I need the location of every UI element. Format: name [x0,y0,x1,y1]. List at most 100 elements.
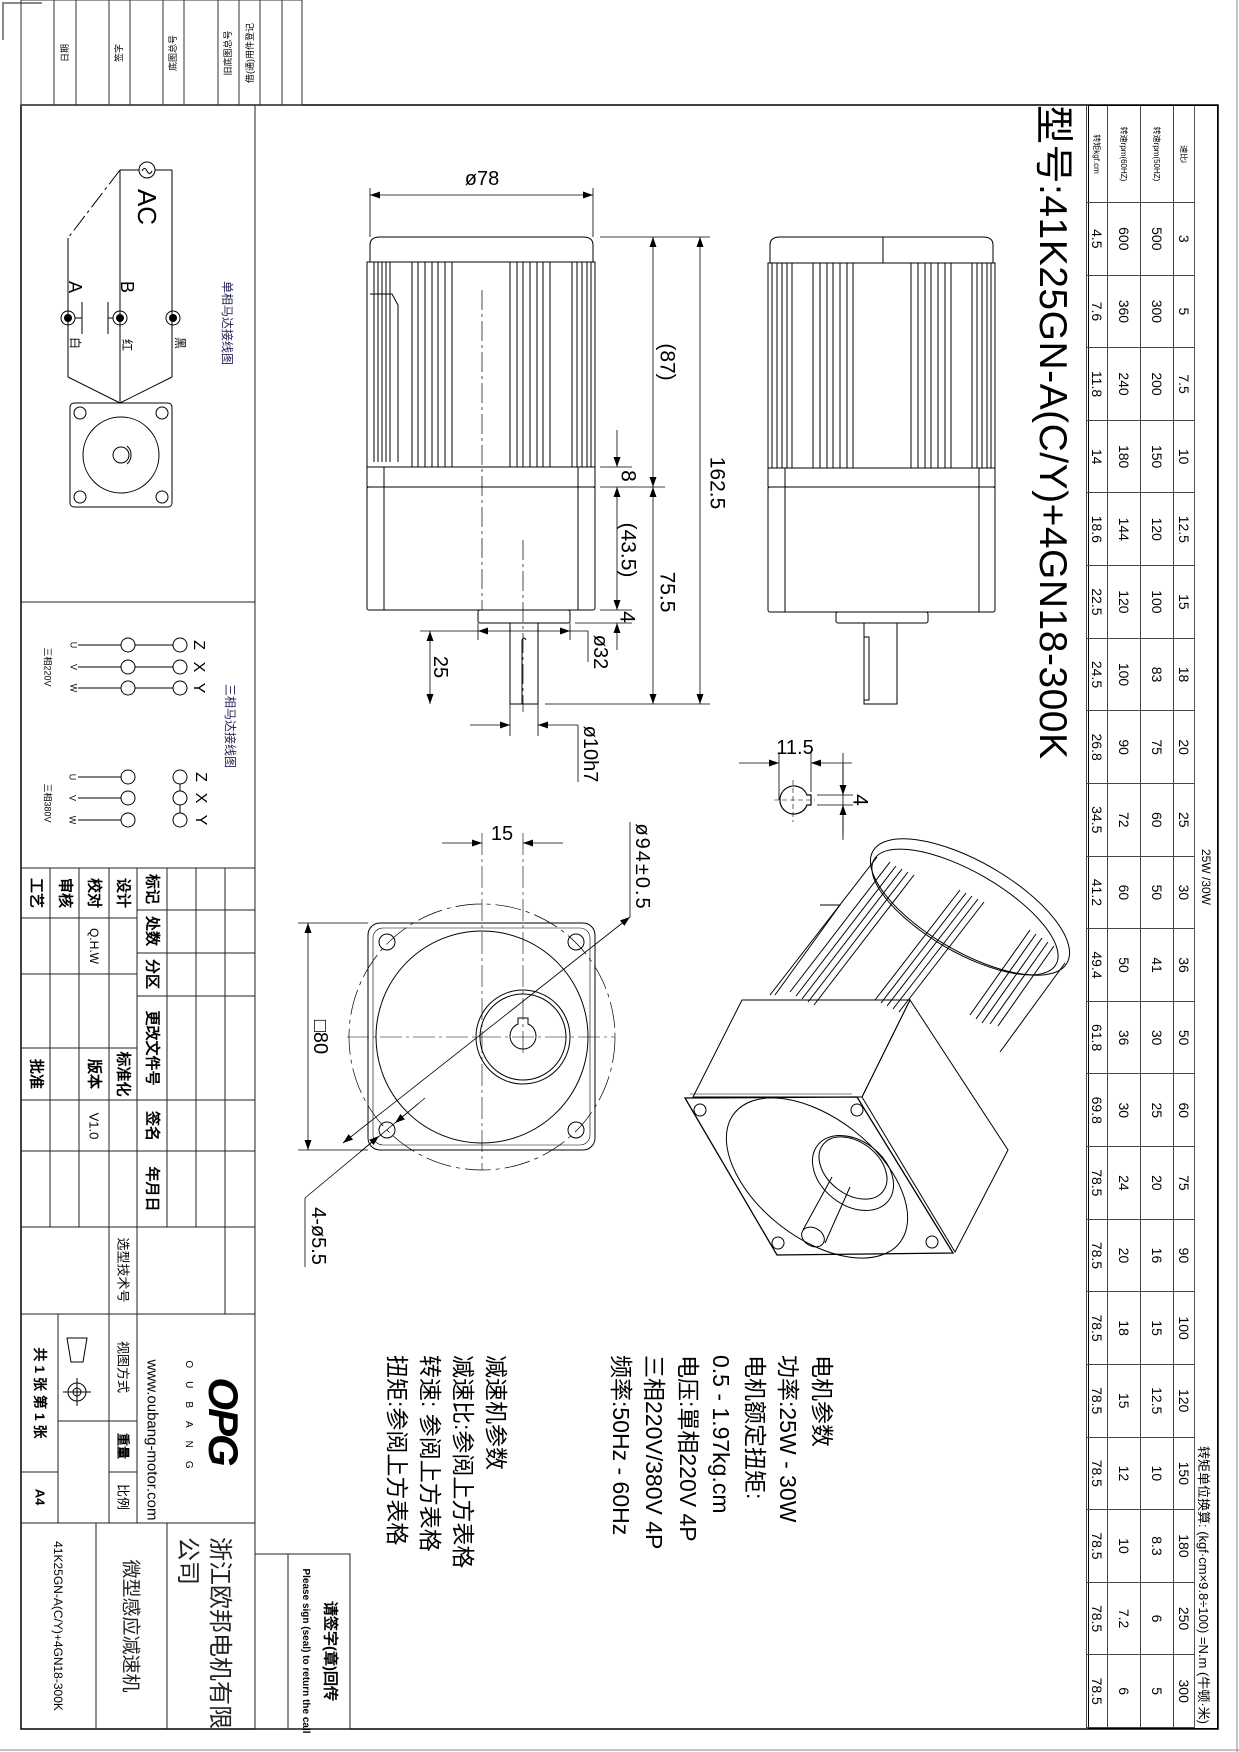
table-cell-torque-kgf-cm: 24.5 [1086,638,1107,712]
side-view-motor-rotated [767,236,996,705]
table-cell-torque-kgf-cm: 78.5 [1086,1364,1107,1438]
version-value: V1.0 [86,1112,102,1140]
table-cell-rpm-60hz: 144 [1107,493,1140,567]
label-zone: 分区 [143,958,161,990]
table-cell-ratio: 150 [1173,1437,1194,1511]
label-mark: 标记 [143,873,161,905]
u-label: U [68,641,79,649]
three-phase-title: 三相马达接线图 [223,683,237,769]
table-cell-rpm-50hz: 300 [1140,275,1173,349]
table-cell-ratio: 120 [1173,1364,1194,1438]
table-cell-rpm-50hz: 5 [1140,1655,1173,1728]
table-cell-rpm-60hz: 7.2 [1107,1582,1140,1656]
table-cell-rpm-60hz: 18 [1107,1292,1140,1365]
table-cell-rpm-50hz: 8.3 [1140,1510,1173,1583]
reducer-param-line: 扭矩:参阅上方表格 [384,1355,410,1546]
row-label-rpm-60hz: 转速rpm(60HZ) [1107,106,1140,203]
table-cell-torque-kgf-cm: 49.4 [1086,929,1107,1002]
strip-label-signature: 签字 [113,44,124,62]
table-cell-rpm-60hz: 120 [1107,566,1140,639]
z-label: Z [190,640,207,650]
label-check: 校对 [85,877,103,909]
table-cell-rpm-60hz: 24 [1107,1147,1140,1220]
dim-gearbox-length: (43.5) [616,522,640,578]
strip-label-base-drawing-no: 底图总号 [167,35,178,71]
table-cell-ratio: 50 [1173,1001,1194,1075]
table-cell-torque-kgf-cm: 61.8 [1086,1001,1107,1075]
drawing-model-number: 41K25GN-A(C/Y)+4GN18-300K [51,1541,65,1711]
terminal-black [165,310,181,326]
strip-label-shared-part-register: 借(通)用件登记 [244,23,255,83]
model-title: 型号:41K25GN-A(C/Y)+4GN18-300K [1031,105,1074,760]
speed-ratio-table: 25W /30W 转矩单位换算: (kgf·cm×9.8÷100) =N.m (… [1086,105,1218,1729]
three-phase-wiring-diagram [78,637,188,828]
wire-white-label: 白 [68,336,82,350]
y-label: Y [190,682,207,694]
dim-pitch-circle: ø94±0.5 [631,823,653,911]
dim-mount-holes: 4-ø5.5 [307,1207,329,1265]
dim-shaft-offset: 15 [491,823,513,845]
table-cell-rpm-60hz: 10 [1107,1510,1140,1583]
table-cell-ratio: 75 [1173,1147,1194,1220]
table-header-row: 25W /30W 转矩单位换算: (kgf·cm×9.8÷100) =N.m (… [1194,106,1217,1728]
table-cell-torque-kgf-cm: 18.6 [1086,493,1107,567]
table-cell-ratio: 25 [1173,783,1194,857]
table-cell-torque-kgf-cm: 7.6 [1086,275,1107,349]
dim-boss-diameter: ø32 [589,634,611,670]
u-label: U [67,773,78,781]
label-view-method: 视图方式 [115,1340,131,1394]
motor-param-line: 电机额定扭矩: [742,1355,768,1500]
table-cell-torque-kgf-cm: 14 [1086,420,1107,494]
dim-key-width: 4 [848,794,872,806]
table-cell-rpm-50hz: 16 [1140,1219,1173,1293]
table-cell-rpm-50hz: 6 [1140,1582,1173,1656]
table-cell-ratio: 20 [1173,711,1194,784]
v-label: V [68,663,79,671]
table-cell-rpm-50hz: 25 [1140,1074,1173,1148]
label-change-doc: 更改文件号 [143,1010,161,1086]
title-block-grid [21,105,351,1730]
table-cell-torque-kgf-cm: 78.5 [1086,1292,1107,1365]
label-version: 版本 [85,1058,103,1090]
binding-strip [20,0,303,106]
w-label: W [67,815,78,825]
motor-param-line: 0.5 - 1.97kg.cm [708,1355,735,1514]
terminal-b-label: B [117,280,137,294]
row-label-torque-kgf-cm: 转矩kgf.cm [1086,106,1107,203]
table-cell-torque-kgf-cm: 78.5 [1086,1510,1107,1583]
wire-red-label: 红 [120,338,134,352]
table-cell-rpm-50hz: 30 [1140,1001,1173,1075]
table-cell-torque-kgf-cm: 4.5 [1086,203,1107,276]
table-cell-torque-kgf-cm: 26.8 [1086,711,1107,784]
label-weight: 重量 [115,1432,131,1460]
label-approve: 批准 [27,1058,45,1090]
table-cell-rpm-60hz: 180 [1107,420,1140,494]
table-cell-rpm-50hz: 500 [1140,203,1173,276]
table-cell-rpm-50hz: 15 [1140,1292,1173,1365]
terminal-a-label: A [65,280,85,294]
table-cell-rpm-50hz: 200 [1140,348,1173,421]
label-standardize: 标准化 [114,1051,132,1097]
table-cell-rpm-50hz: 75 [1140,711,1173,784]
dim-motor-diameter: ø78 [465,168,499,190]
motor-param-line: 三相220V/380V 4P [641,1355,668,1550]
x-label: X [192,792,209,804]
v-label: V [67,794,78,802]
table-cell-torque-kgf-cm: 69.8 [1086,1074,1107,1148]
website-link[interactable]: www.oubang-motor.com [143,1359,161,1521]
table-cell-rpm-50hz: 100 [1140,566,1173,639]
reducer-params: 减速机参数 减速比:参阅上方表格 转速: 参阅上方表格 扭矩:参阅上方表格 [380,1355,512,1568]
isometric-view-gearmotor [683,838,1071,1259]
table-cell-rpm-50hz: 150 [1140,420,1173,494]
table-cell-rpm-50hz: 120 [1140,493,1173,567]
table-cell-rpm-60hz: 600 [1107,203,1140,276]
table-cell-ratio: 250 [1173,1582,1194,1656]
table-cell-ratio: 18 [1173,638,1194,712]
table-cell-torque-kgf-cm: 41.2 [1086,856,1107,930]
dim-key-depth: 11.5 [776,737,813,759]
motor-param-line: 功率:25W - 30W [775,1355,802,1523]
table-cell-rpm-60hz: 15 [1107,1364,1140,1438]
table-cell-torque-kgf-cm: 34.5 [1086,783,1107,857]
w-label: W [68,683,79,693]
